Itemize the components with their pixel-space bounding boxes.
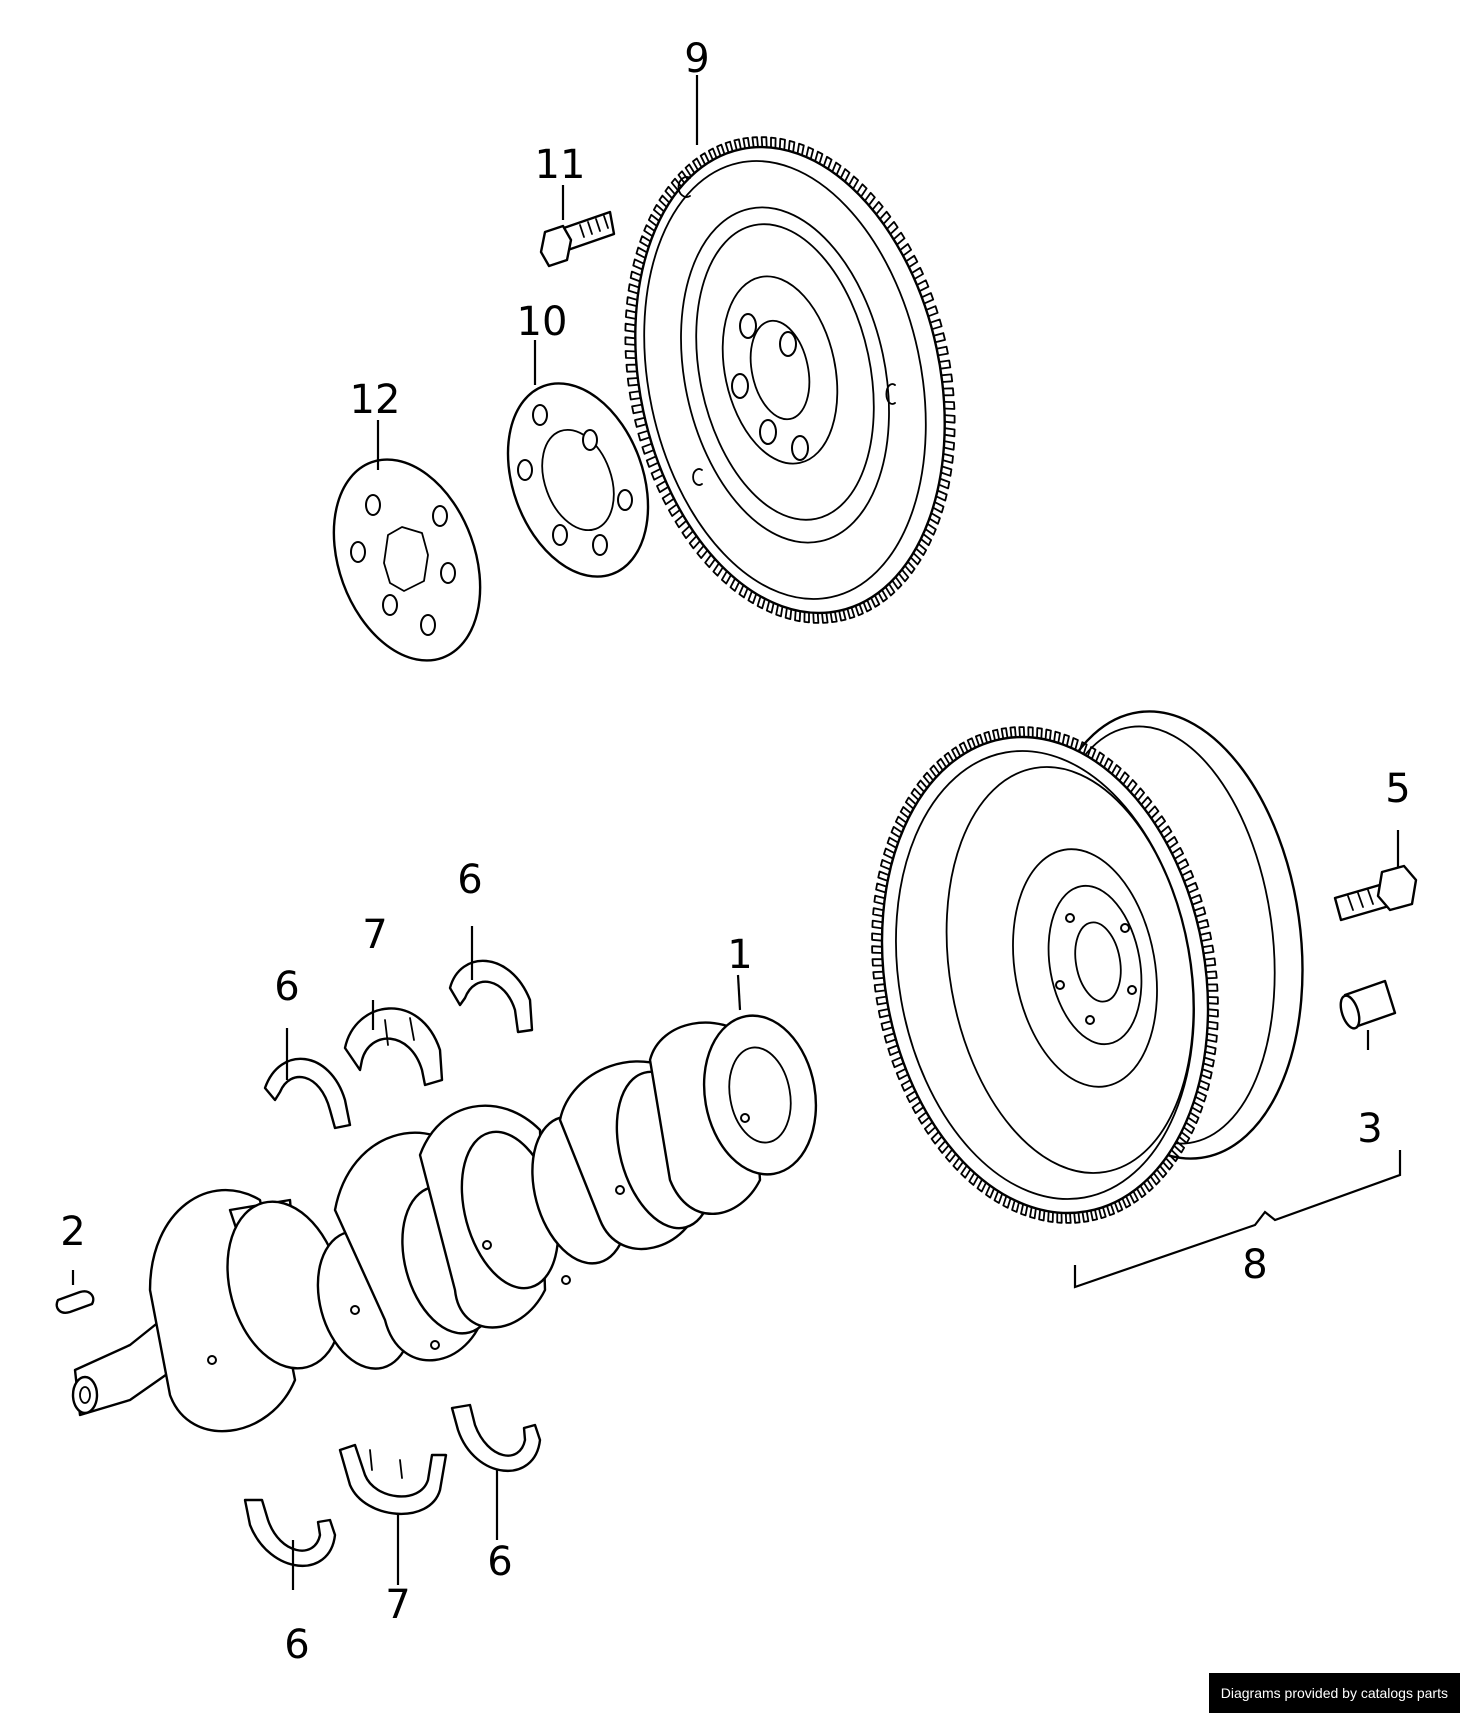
callout-12: 12: [350, 377, 401, 423]
callout-7a: 7: [362, 912, 387, 958]
dowel-pin[interactable]: [1337, 979, 1397, 1031]
credit-banner: Diagrams provided by catalogs parts: [1208, 1673, 1460, 1713]
crankshaft[interactable]: [71, 1007, 828, 1433]
callout-6d: 6: [487, 1539, 512, 1585]
thrust-washer-upper-left[interactable]: [263, 1057, 352, 1130]
callout-3: 3: [1357, 1106, 1382, 1152]
thrust-washer-lower-right[interactable]: [450, 1403, 542, 1473]
callout-9: 9: [684, 36, 709, 82]
dual-mass-flywheel[interactable]: [846, 694, 1330, 1239]
main-bearing-shell-upper[interactable]: [343, 1007, 444, 1087]
leader-lines: [71, 75, 1402, 1590]
dmf-teeth: [871, 726, 1219, 1224]
callout-7b: 7: [385, 1582, 410, 1628]
callout-11: 11: [535, 142, 586, 188]
dmf-bolt[interactable]: [1333, 864, 1418, 922]
callout-6a: 6: [274, 964, 299, 1010]
callout-6c: 6: [284, 1622, 309, 1668]
callout-2: 2: [60, 1209, 85, 1255]
callout-10: 10: [517, 299, 568, 345]
flywheel[interactable]: [594, 118, 986, 642]
callout-5: 5: [1385, 766, 1410, 812]
flywheel-teeth: [624, 136, 956, 624]
callout-6b: 6: [457, 857, 482, 903]
drive-plate[interactable]: [483, 364, 674, 596]
main-bearing-shell-lower[interactable]: [338, 1443, 448, 1515]
callout-1: 1: [727, 932, 752, 978]
callout-8: 8: [1242, 1242, 1267, 1288]
shim-plate[interactable]: [308, 439, 507, 681]
thrust-washer-lower-left[interactable]: [243, 1498, 337, 1568]
flywheel-teeth-path: [624, 136, 956, 624]
callouts: 1 2 3 5 6 6 6 6 7 7 8 9 10 11 12: [60, 36, 1410, 1668]
dmf-teeth-path: [871, 726, 1219, 1224]
woodruff-key[interactable]: [55, 1290, 95, 1314]
flywheel-bolt[interactable]: [539, 210, 616, 268]
thrust-washer-upper-right[interactable]: [448, 959, 534, 1034]
